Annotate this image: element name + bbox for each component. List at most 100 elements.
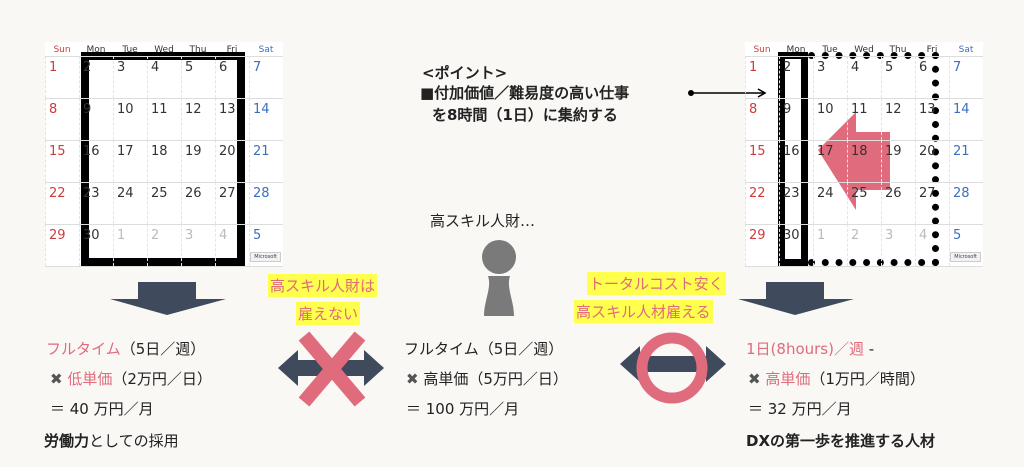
weekday-header: Fri <box>226 45 238 55</box>
calendar-day: 2 <box>779 56 813 98</box>
calendar-day: 15 <box>745 140 779 182</box>
calendar-day: 29 <box>45 224 79 266</box>
calendar-day: 17 <box>813 140 847 182</box>
right-line1: 1日(8hours)／週 - <box>746 338 874 359</box>
full-time-label: フルタイム <box>46 340 121 358</box>
calendar-day: 4 <box>147 56 181 98</box>
weekday-header: Wed <box>154 45 174 55</box>
dotted-weekday-box <box>808 52 939 266</box>
middle-total: ＝ 100 万円／月 <box>406 400 520 418</box>
calendar-day: 18 <box>147 140 181 182</box>
calendar-day: 3 <box>113 56 147 98</box>
cross-mark-icon <box>298 331 366 407</box>
circle-mark-icon <box>636 332 708 404</box>
calendar-day: 7 <box>949 56 983 98</box>
labor-label: 労働力 <box>44 432 90 450</box>
high-rate-value: 高単価（5万円／日） <box>423 370 568 388</box>
calendar-day: 21 <box>949 140 983 182</box>
one-day-label: 1日(8hours)／週 <box>746 340 864 358</box>
point-line1: ■付加価値／難易度の高い仕事 <box>420 84 630 102</box>
calendar-day: 22 <box>745 182 779 224</box>
calendar-day: 24 <box>813 182 847 224</box>
weekday-header: Sat <box>258 45 274 55</box>
weekday-header: Thu <box>189 45 207 55</box>
calendar-day: 1 <box>813 224 847 266</box>
down-arrow-left <box>110 282 226 315</box>
double-arrow-right <box>620 346 726 382</box>
calendar-day: 28 <box>949 182 983 224</box>
callout-cannot-hire-2: 雇えない <box>296 302 361 325</box>
calendar-day: 12 <box>881 98 915 140</box>
calendar-day: 22 <box>45 182 79 224</box>
calendar-day: 20 <box>915 140 949 182</box>
weekday-header: Sun <box>753 45 771 55</box>
calendar-day: 24 <box>113 182 147 224</box>
calendar-day: 14 <box>949 98 983 140</box>
middle-line1: フルタイム（5日／週） <box>404 340 564 358</box>
person-label: 高スキル人財… <box>430 212 536 230</box>
calendar-day: 15 <box>45 140 79 182</box>
calendar-day: 1 <box>113 224 147 266</box>
weekday-header: Mon <box>86 45 106 55</box>
calendar-day: 1 <box>745 56 779 98</box>
pointer-arrow <box>688 88 767 98</box>
hourly-rate-value: （1万円／時間） <box>810 370 925 388</box>
calendar-day: 29 <box>745 224 779 266</box>
multiply-icon: ✖ <box>50 370 63 388</box>
calendar-day: 2 <box>847 224 881 266</box>
calendar-day: 3 <box>881 224 915 266</box>
calendar-day: 12 <box>181 98 215 140</box>
calendar-day: 26 <box>881 182 915 224</box>
pink-left-arrow <box>818 112 890 210</box>
calendar-day: 20 <box>215 140 249 182</box>
high-rate-label: 高単価 <box>765 370 811 388</box>
weekday-header: Fri <box>926 45 938 55</box>
callout-can-hire-2: 高スキル人材雇える <box>574 300 713 323</box>
calendar-day: 16 <box>779 140 813 182</box>
dash: - <box>863 340 875 358</box>
point-title: <ポイント> <box>422 64 508 82</box>
monday-highlight-box <box>778 52 808 266</box>
multiply-icon: ✖ <box>748 370 761 388</box>
right-line2: ✖ 高単価（1万円／時間） <box>748 368 925 389</box>
weekday-header: Tue <box>122 45 138 55</box>
calendar-day: 5 <box>181 56 215 98</box>
calendar-day: 13 <box>915 98 949 140</box>
calendar-day: 3 <box>813 56 847 98</box>
calendar-day: 28 <box>249 182 283 224</box>
calendar-day: 5 <box>949 224 983 266</box>
left-line2: ✖ 低単価（2万円／日） <box>50 368 212 389</box>
weekday-header: Sat <box>958 45 974 55</box>
calendar-day: 4 <box>847 56 881 98</box>
calendar-day: 21 <box>249 140 283 182</box>
calendar-day: 13 <box>215 98 249 140</box>
weekday-header: Sun <box>53 45 71 55</box>
calendar-day: 3 <box>181 224 215 266</box>
calendar-day: 6 <box>915 56 949 98</box>
microsoft-badge: Microsoft <box>250 252 281 262</box>
calendar-day: 30 <box>779 224 813 266</box>
left-total: ＝ 40 万円／月 <box>50 400 154 418</box>
person-icon <box>482 240 516 316</box>
microsoft-badge: Microsoft <box>950 252 981 262</box>
calendar-day: 2 <box>147 224 181 266</box>
calendar-day: 26 <box>181 182 215 224</box>
calendar-day: 18 <box>847 140 881 182</box>
weekday-header: Thu <box>889 45 907 55</box>
calendar-day: 27 <box>215 182 249 224</box>
calendar-day: 19 <box>881 140 915 182</box>
calendar-day: 11 <box>847 98 881 140</box>
calendar-day: 25 <box>847 182 881 224</box>
calendar-day: 27 <box>915 182 949 224</box>
calendar-day: 4 <box>215 224 249 266</box>
multiply-icon: ✖ <box>406 370 419 388</box>
calendar-day: 9 <box>79 98 113 140</box>
weekday-header: Mon <box>786 45 806 55</box>
calendar-day: 9 <box>779 98 813 140</box>
calendar-day: 1 <box>45 56 79 98</box>
calendar-day: 19 <box>181 140 215 182</box>
calendar-day: 8 <box>45 98 79 140</box>
calendar-day: 7 <box>249 56 283 98</box>
